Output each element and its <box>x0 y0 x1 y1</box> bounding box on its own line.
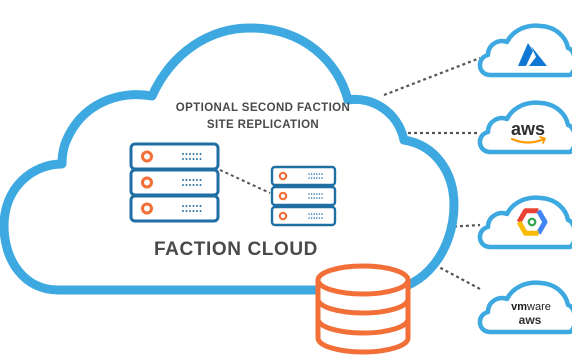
vmware-logo-vm: vm <box>511 301 527 313</box>
svg-text:vmware: vmware <box>511 301 551 313</box>
connector-azure <box>383 56 481 97</box>
secondary-server-stack <box>270 165 337 227</box>
vmware-aws-logo-text: aws <box>519 313 542 327</box>
database-icon <box>315 263 411 355</box>
server-led-icon <box>141 202 153 215</box>
server-unit <box>129 168 220 197</box>
faction-cloud-shape <box>0 23 459 295</box>
vmware-aws-logo: vmware aws <box>511 301 551 327</box>
server-unit <box>270 165 337 187</box>
server-led-icon <box>278 171 288 181</box>
vmware-aws-cloud: vmware aws <box>477 280 572 335</box>
server-led-icon <box>278 211 288 221</box>
connector-vmware <box>434 264 483 291</box>
azure-icon <box>518 43 547 66</box>
gcp-cloud-shape <box>477 195 572 250</box>
server-led-icon <box>278 191 288 201</box>
server-led-icon <box>141 176 153 189</box>
aws-logo: aws <box>510 119 546 144</box>
server-led-icon <box>141 150 153 163</box>
google-cloud-cloud <box>477 195 572 250</box>
replication-label-line2: SITE REPLICATION <box>207 119 319 131</box>
server-unit <box>270 205 337 227</box>
replication-label-line1: OPTIONAL SECOND FACTION <box>176 102 350 114</box>
aws-smile-icon <box>510 137 546 144</box>
aws-cloud: aws <box>477 100 572 155</box>
server-unit <box>270 185 337 207</box>
server-unit <box>129 142 220 171</box>
azure-cloud <box>477 23 572 78</box>
aws-logo-text: aws <box>511 119 545 139</box>
server-unit <box>129 194 220 223</box>
faction-cloud-title: FACTION CLOUD <box>154 239 318 260</box>
vmware-logo-ware: ware <box>526 301 551 313</box>
primary-server-stack <box>129 142 220 223</box>
google-cloud-icon <box>516 208 548 236</box>
